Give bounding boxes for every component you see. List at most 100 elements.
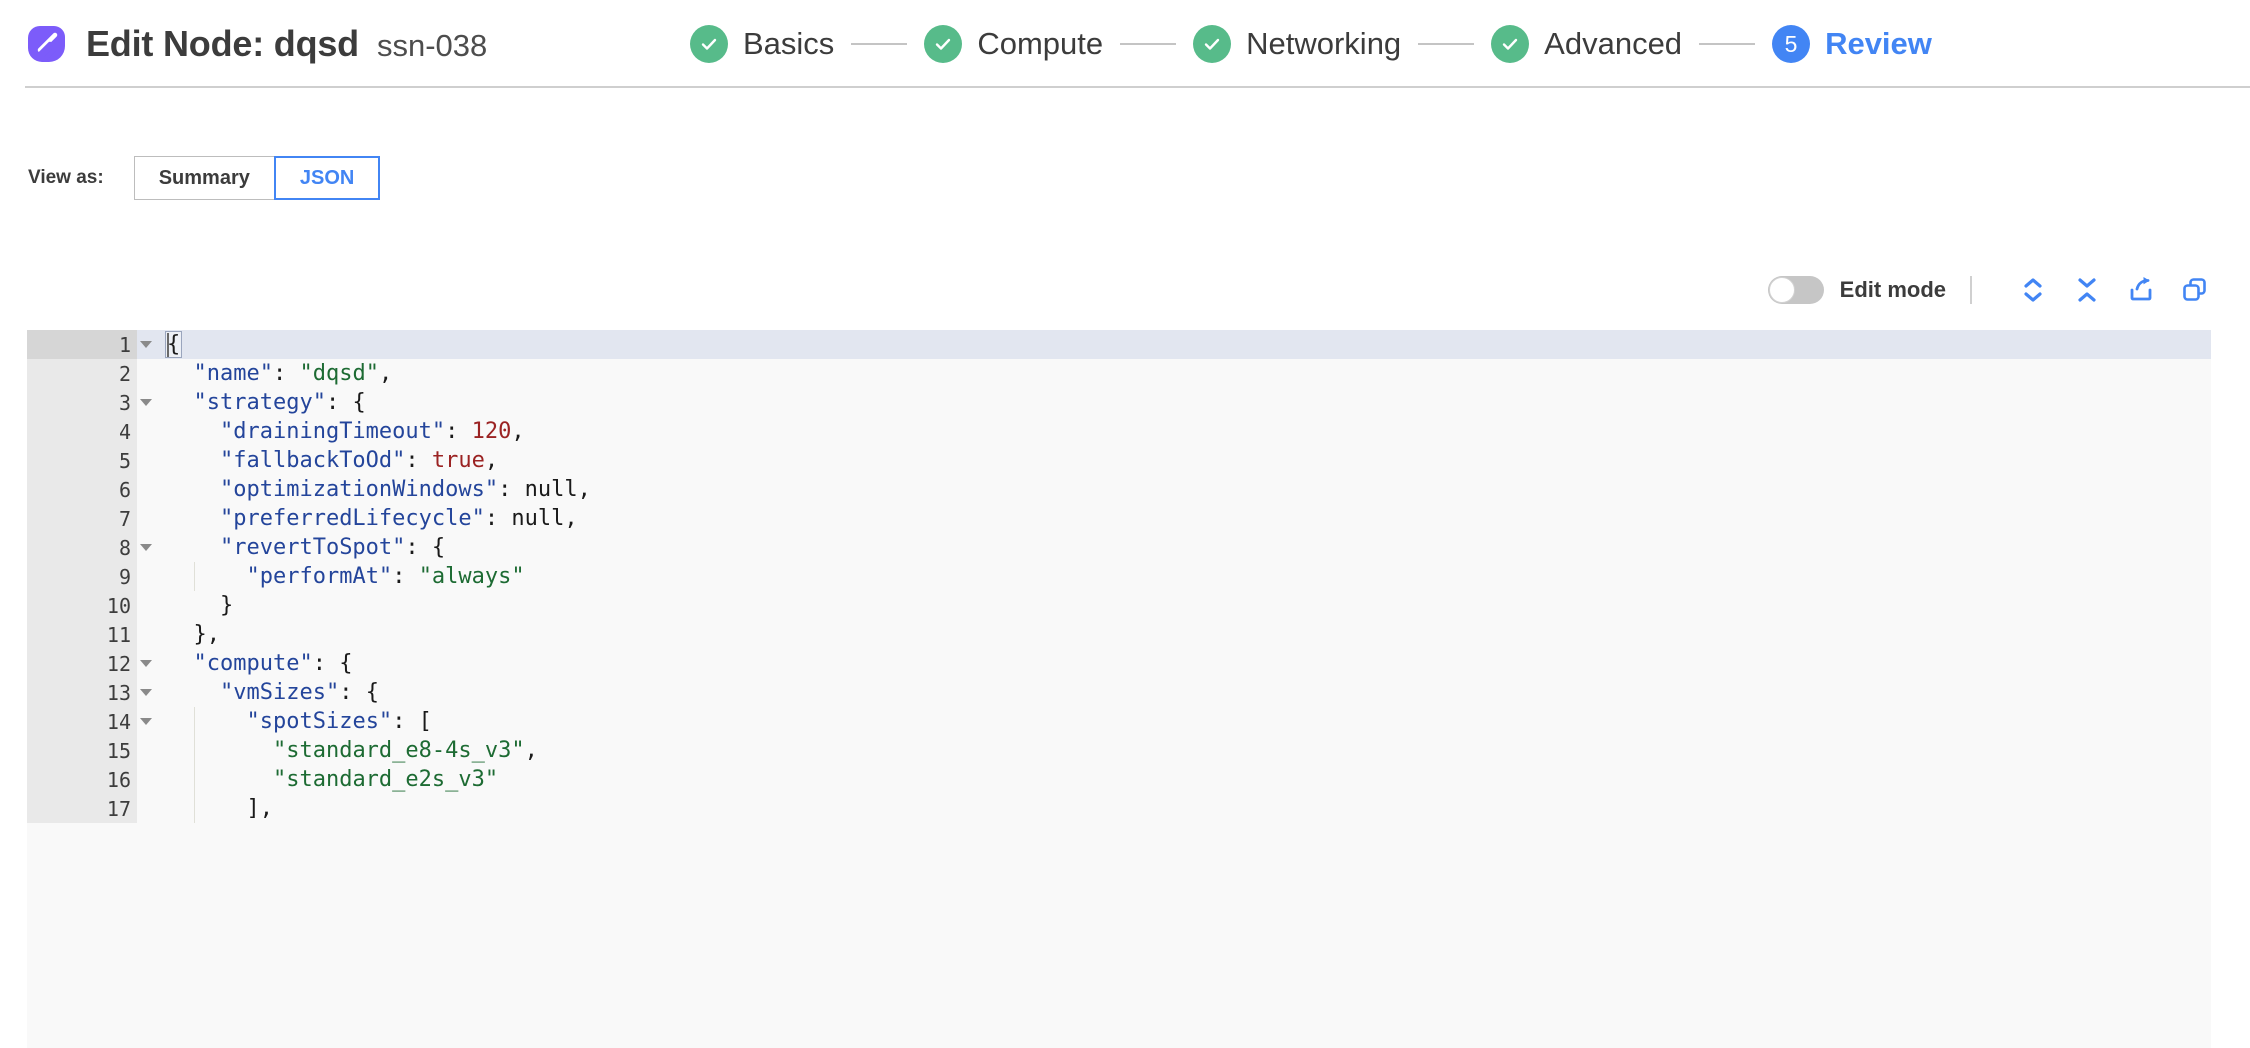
line-number: 7 <box>118 506 131 531</box>
code-line[interactable]: 14 "spotSizes": [ <box>27 707 2211 736</box>
fold-toggle[interactable] <box>137 649 155 678</box>
code-token-key: "performAt" <box>246 564 393 589</box>
code-token-key: "optimizationWindows" <box>219 477 499 502</box>
fold-toggle[interactable] <box>137 388 155 417</box>
stepper-step-review[interactable]: 5 Review <box>1772 25 1932 63</box>
chevron-down-icon[interactable] <box>140 660 152 667</box>
fold-toggle[interactable] <box>137 533 155 562</box>
stepper-step-advanced[interactable]: Advanced <box>1491 25 1682 63</box>
code-indent <box>167 504 220 533</box>
collapse-all-icon[interactable] <box>2070 273 2104 307</box>
fold-spacer <box>137 504 155 533</box>
code-line-text: ], <box>155 794 2211 823</box>
chevron-down-icon[interactable] <box>140 399 152 406</box>
line-number: 12 <box>106 651 131 676</box>
code-token-punct: , <box>577 477 591 502</box>
code-token-punct: : <box>405 448 432 473</box>
expand-all-icon[interactable] <box>2016 273 2050 307</box>
code-indent <box>167 591 220 620</box>
code-line[interactable]: 4 "drainingTimeout": 120, <box>27 417 2211 446</box>
code-indent <box>167 707 246 736</box>
share-export-icon[interactable] <box>2124 273 2158 307</box>
line-number: 3 <box>118 390 131 415</box>
stepper-connector-3 <box>1418 43 1475 45</box>
copy-icon[interactable] <box>2178 273 2212 307</box>
code-line-text: "performAt": "always" <box>155 562 2211 591</box>
code-token-punct: : <box>392 564 419 589</box>
code-line[interactable]: 1{ <box>27 330 2211 359</box>
edit-mode-toggle-knob <box>1768 277 1795 303</box>
code-token-punct: : { <box>405 535 446 560</box>
code-line[interactable]: 6 "optimizationWindows": null, <box>27 475 2211 504</box>
page-header: Edit Node: dqsd ssn-038 Basics <box>0 0 2250 88</box>
code-line-text: "standard_e8-4s_v3", <box>155 736 2211 765</box>
code-indent <box>167 794 246 823</box>
code-line[interactable]: 16 "standard_e2s_v3" <box>27 765 2211 794</box>
fold-toggle[interactable] <box>137 678 155 707</box>
code-token-punct: ], <box>246 796 273 821</box>
code-indent <box>167 649 194 678</box>
code-line[interactable]: 10 } <box>27 591 2211 620</box>
line-number: 14 <box>106 709 131 734</box>
view-as-option-summary[interactable]: Summary <box>133 156 274 200</box>
matching-bracket: { <box>165 331 183 358</box>
chevron-down-icon[interactable] <box>140 718 152 725</box>
code-line-text: "optimizationWindows": null, <box>155 475 2211 504</box>
edit-mode-toggle[interactable] <box>1767 276 1824 304</box>
code-token-num: 120 <box>471 419 512 444</box>
view-as-option-json[interactable]: JSON <box>273 156 381 200</box>
code-line[interactable]: 11 }, <box>27 620 2211 649</box>
code-token-punct: , <box>378 361 393 386</box>
code-token-punct: : <box>484 506 512 531</box>
spot-logo-icon <box>24 22 68 66</box>
page-title: Edit Node: dqsd ssn-038 <box>86 23 487 65</box>
code-line[interactable]: 12 "compute": { <box>27 649 2211 678</box>
json-code-editor[interactable]: 1{2 "name": "dqsd",3 "strategy": {4 "dra… <box>27 330 2211 1048</box>
line-number: 15 <box>106 738 131 763</box>
fold-spacer <box>137 446 155 475</box>
wizard-stepper: Basics Compute Networking <box>690 0 1932 88</box>
code-line[interactable]: 2 "name": "dqsd", <box>27 359 2211 388</box>
indent-guide <box>194 736 196 765</box>
code-token-punct: , <box>564 506 578 531</box>
code-token-key: "compute" <box>193 651 313 676</box>
code-line[interactable]: 13 "vmSizes": { <box>27 678 2211 707</box>
code-token-punct: }, <box>193 622 221 647</box>
code-line[interactable]: 7 "preferredLifecycle": null, <box>27 504 2211 533</box>
code-line[interactable]: 3 "strategy": { <box>27 388 2211 417</box>
step-label-basics: Basics <box>743 26 835 61</box>
fold-toggle[interactable] <box>137 330 155 359</box>
fold-spacer <box>137 794 155 823</box>
fold-toggle[interactable] <box>137 707 155 736</box>
stepper-step-compute[interactable]: Compute <box>924 25 1103 63</box>
view-as-label: View as: <box>28 167 104 188</box>
code-line[interactable]: 8 "revertToSpot": { <box>27 533 2211 562</box>
stepper-step-networking[interactable]: Networking <box>1193 25 1401 63</box>
code-line[interactable]: 5 "fallbackToOd": true, <box>27 446 2211 475</box>
stepper-step-basics[interactable]: Basics <box>690 25 834 63</box>
line-number-gutter: 14 <box>27 707 137 736</box>
view-as-segmented-control: Summary JSON <box>133 156 381 200</box>
fold-spacer <box>137 417 155 446</box>
line-number-gutter: 6 <box>27 475 137 504</box>
chevron-down-icon[interactable] <box>140 341 152 348</box>
chevron-down-icon[interactable] <box>140 689 152 696</box>
line-number: 6 <box>118 477 131 502</box>
code-line[interactable]: 17 ], <box>27 794 2211 823</box>
chevron-down-icon[interactable] <box>140 544 152 551</box>
fold-spacer <box>137 475 155 504</box>
line-number-gutter: 16 <box>27 765 137 794</box>
code-line[interactable]: 9 "performAt": "always" <box>27 562 2211 591</box>
line-number-gutter: 12 <box>27 649 137 678</box>
code-indent <box>167 475 220 504</box>
code-line[interactable]: 15 "standard_e8-4s_v3", <box>27 736 2211 765</box>
code-line-text: { <box>155 330 2211 359</box>
header-divider <box>25 86 2250 88</box>
indent-guide <box>194 765 196 794</box>
stepper-connector-1 <box>851 43 908 45</box>
step-badge-basics <box>690 25 728 63</box>
code-line-text: "standard_e2s_v3" <box>155 765 2211 794</box>
line-number-gutter: 3 <box>27 388 137 417</box>
view-as-row: View as: Summary JSON <box>28 156 381 200</box>
line-number-gutter: 11 <box>27 620 137 649</box>
